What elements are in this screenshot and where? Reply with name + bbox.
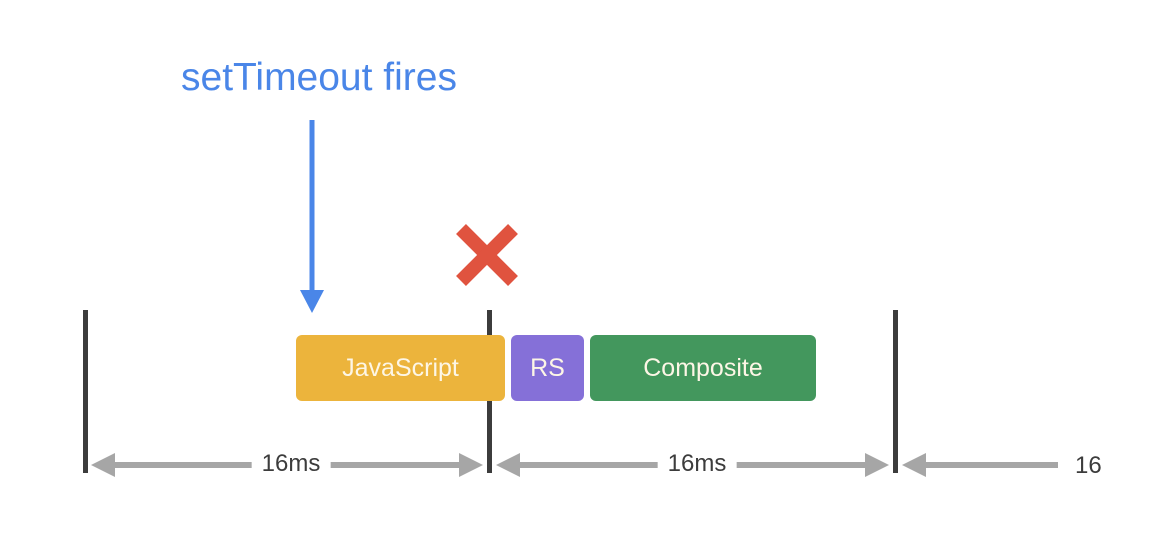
rs-block: RS (511, 335, 584, 401)
javascript-block: JavaScript (296, 335, 505, 401)
interval-2-left-arrowhead (496, 453, 520, 477)
interval-2-label: 16ms (657, 450, 737, 478)
frame-boundary-3 (893, 310, 898, 473)
interval-3-label: 16 (1075, 452, 1102, 475)
interval-3-label-clip: 16 (1060, 440, 1110, 475)
interval-3-left-arrowhead (902, 453, 926, 477)
interval-2-right-arrowhead (865, 453, 889, 477)
interval-1-right-arrowhead (459, 453, 483, 477)
settimeout-label: setTimeout fires (181, 56, 457, 99)
interval-1-label: 16ms (251, 450, 331, 478)
frame-boundary-1 (83, 310, 88, 473)
interval-1-left-arrowhead (91, 453, 115, 477)
composite-block: Composite (590, 335, 816, 401)
settimeout-arrow-head (300, 290, 324, 313)
missed-frame-x-icon (456, 224, 518, 286)
